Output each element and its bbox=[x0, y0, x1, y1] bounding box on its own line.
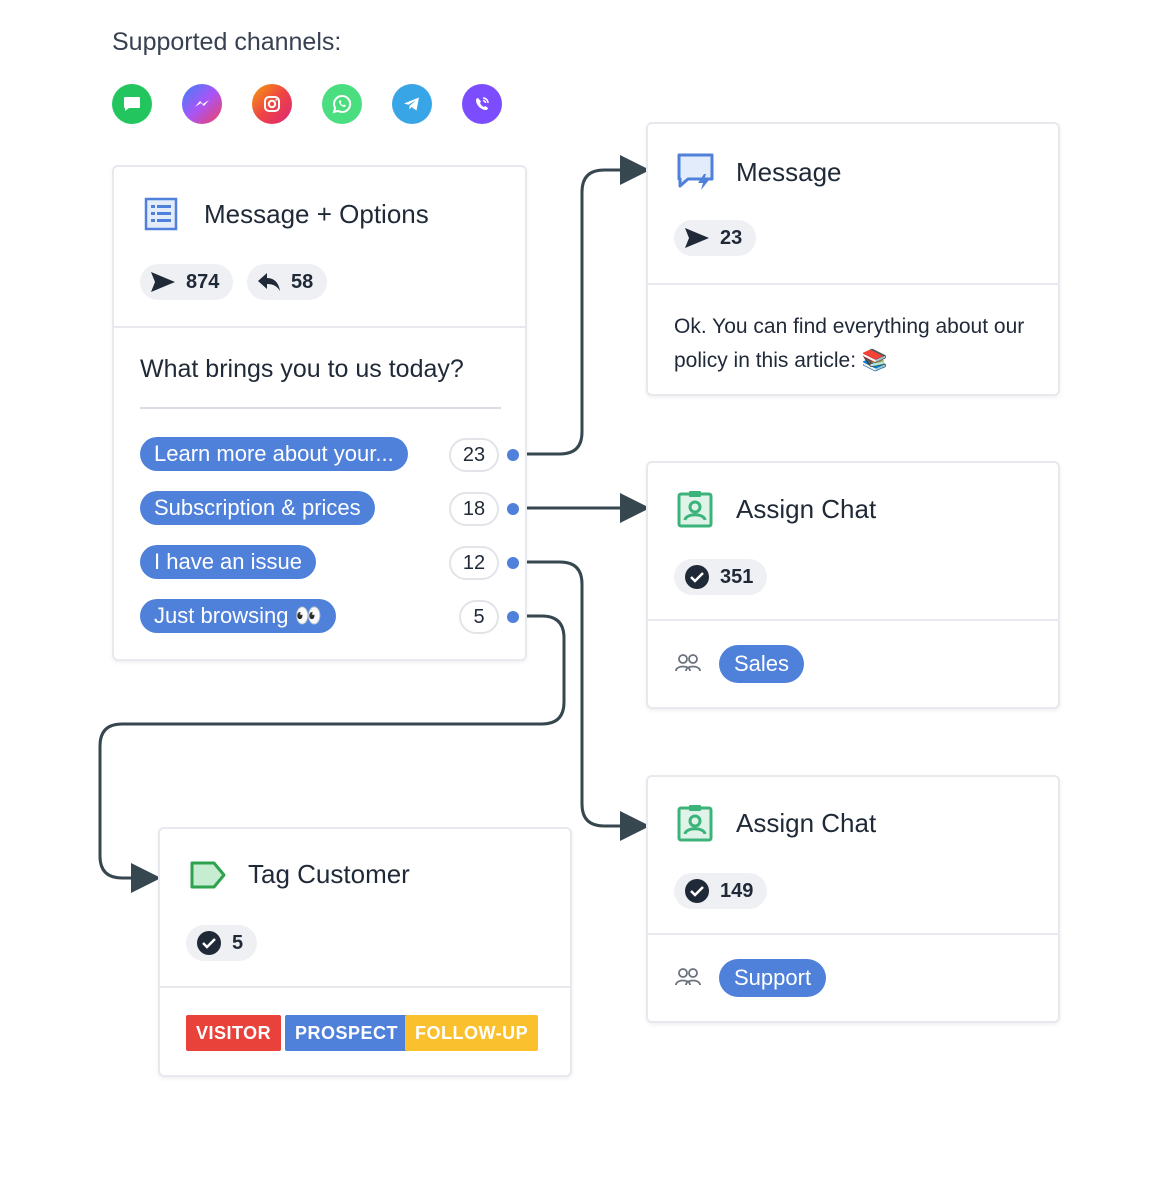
card-title: Tag Customer bbox=[248, 859, 410, 889]
send-icon bbox=[685, 228, 709, 248]
messenger-icon bbox=[182, 84, 222, 124]
tag-follow-up[interactable]: FOLLOW-UP bbox=[405, 1015, 539, 1051]
connector-option-4 bbox=[98, 614, 566, 893]
message-options-card[interactable]: Message + Options 874 58 What brings you… bbox=[112, 165, 527, 661]
channel-list bbox=[112, 84, 502, 124]
option-port-2[interactable] bbox=[507, 503, 519, 515]
assigned-count-chip: 351 bbox=[674, 559, 768, 595]
option-button-1[interactable]: Learn more about your... bbox=[140, 437, 408, 471]
whatsapp-icon bbox=[322, 84, 362, 124]
sent-count: 874 bbox=[186, 270, 220, 293]
viber-icon bbox=[462, 84, 502, 124]
message-icon bbox=[676, 152, 716, 192]
list-icon bbox=[144, 197, 178, 231]
question-text: What brings you to us today? bbox=[140, 355, 464, 383]
team-icon bbox=[674, 967, 702, 992]
option-button-2[interactable]: Subscription & prices bbox=[140, 491, 375, 525]
card-title: Message bbox=[736, 156, 842, 187]
tag-icon bbox=[190, 861, 226, 889]
assign-chat-card-support[interactable]: Assign Chat 149 Support bbox=[646, 775, 1060, 1023]
team-pill-support[interactable]: Support bbox=[719, 959, 827, 997]
assign-badge-icon bbox=[676, 803, 714, 843]
option-button-3[interactable]: I have an issue bbox=[140, 545, 316, 579]
option-count-3: 12 bbox=[449, 546, 499, 580]
option-count-4: 5 bbox=[459, 600, 499, 634]
replied-count-chip: 58 bbox=[247, 264, 328, 300]
check-icon bbox=[197, 931, 221, 955]
sms-icon bbox=[112, 84, 152, 124]
supported-channels-heading: Supported channels: bbox=[112, 28, 342, 56]
message-text: Ok. You can find everything about our po… bbox=[674, 315, 1025, 372]
card-title: Message + Options bbox=[204, 198, 429, 229]
tag-prospect[interactable]: PROSPECT bbox=[285, 1015, 409, 1051]
card-title: Assign Chat bbox=[736, 493, 877, 524]
replied-count: 58 bbox=[291, 270, 314, 293]
assigned-count: 149 bbox=[720, 879, 754, 902]
telegram-icon bbox=[392, 84, 432, 124]
connector-option-1 bbox=[527, 155, 650, 456]
check-icon bbox=[685, 565, 709, 589]
send-icon bbox=[151, 272, 175, 292]
check-icon bbox=[685, 879, 709, 903]
tag-customer-card[interactable]: Tag Customer 5 VISITOR PROSPECT FOLLOW-U… bbox=[158, 827, 572, 1077]
team-pill-sales[interactable]: Sales bbox=[719, 645, 805, 683]
option-port-1[interactable] bbox=[507, 449, 519, 461]
sent-count: 23 bbox=[720, 226, 743, 249]
tag-visitor[interactable]: VISITOR bbox=[186, 1015, 282, 1051]
tagged-count: 5 bbox=[232, 931, 244, 954]
option-count-1: 23 bbox=[449, 438, 499, 472]
reply-icon bbox=[258, 273, 280, 291]
assigned-count-chip: 149 bbox=[674, 873, 768, 909]
instagram-icon bbox=[252, 84, 292, 124]
option-port-4[interactable] bbox=[507, 611, 519, 623]
sent-count-chip: 23 bbox=[674, 220, 757, 256]
team-icon bbox=[674, 653, 702, 678]
option-port-3[interactable] bbox=[507, 557, 519, 569]
sent-count-chip: 874 bbox=[140, 264, 234, 300]
assign-badge-icon bbox=[676, 489, 714, 529]
option-count-2: 18 bbox=[449, 492, 499, 526]
connector-option-3 bbox=[527, 560, 650, 841]
message-card[interactable]: Message 23 Ok. You can find everything a… bbox=[646, 122, 1060, 396]
assigned-count: 351 bbox=[720, 565, 754, 588]
tagged-count-chip: 5 bbox=[186, 925, 258, 961]
assign-chat-card-sales[interactable]: Assign Chat 351 Sales bbox=[646, 461, 1060, 709]
option-button-4[interactable]: Just browsing 👀 bbox=[140, 599, 337, 633]
card-title: Assign Chat bbox=[736, 807, 877, 838]
